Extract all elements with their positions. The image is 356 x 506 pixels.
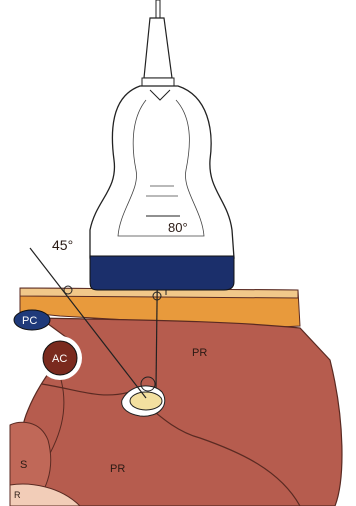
artery-ac: AC bbox=[38, 336, 82, 380]
in-plane-angle-label: 45° bbox=[52, 237, 73, 253]
vessel-pc: PC bbox=[14, 310, 50, 330]
left-structure-label: S bbox=[20, 459, 27, 471]
muscle-upper-label: PR bbox=[192, 347, 207, 359]
artery-ac-label: AC bbox=[52, 353, 67, 365]
ultrasound-probe bbox=[90, 0, 234, 290]
muscle-lower-label: PR bbox=[110, 463, 125, 475]
out-of-plane-angle-label: 80° bbox=[168, 220, 188, 235]
vessel-pc-label: PC bbox=[22, 315, 37, 327]
bottom-structure-label: R bbox=[14, 490, 21, 500]
